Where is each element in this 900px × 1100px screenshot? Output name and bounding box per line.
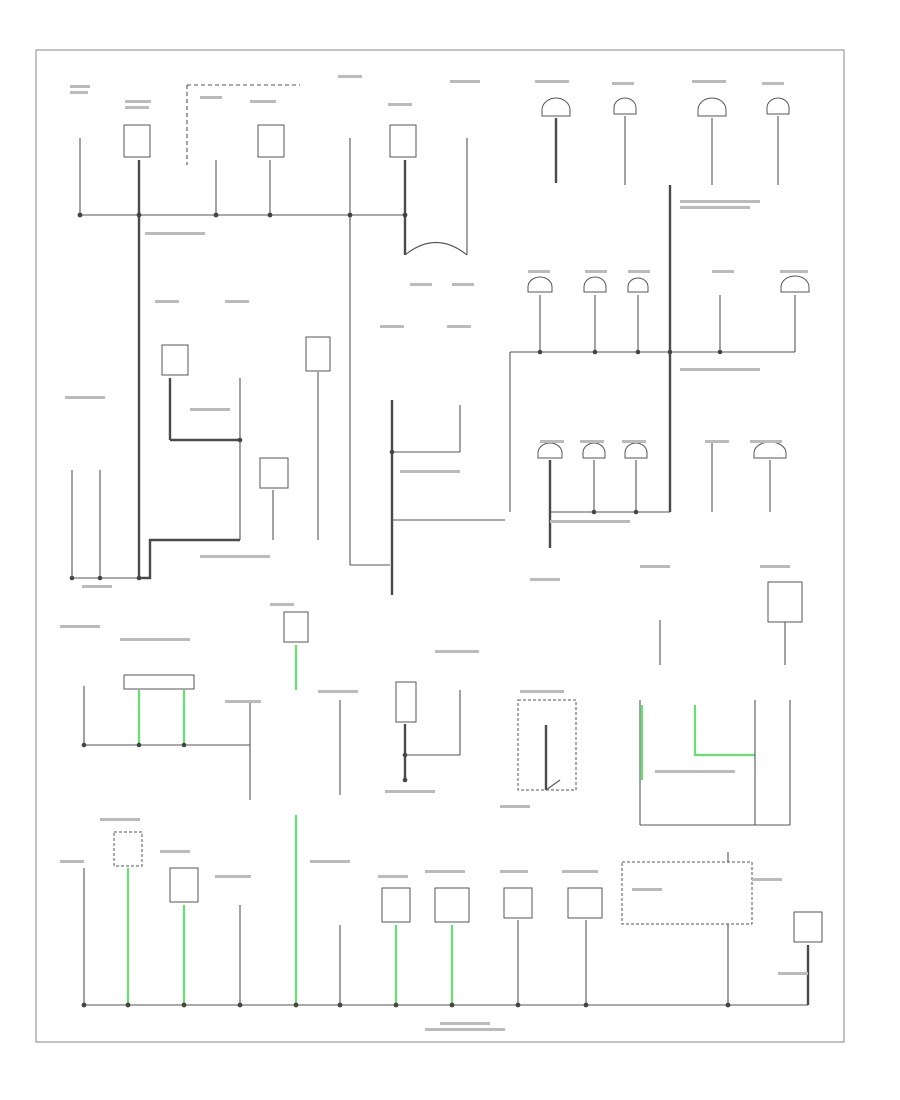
component-box bbox=[395, 681, 417, 723]
lamp-symbol bbox=[583, 276, 607, 293]
right-middle-ground-bus bbox=[509, 185, 810, 512]
lamp-symbol bbox=[766, 97, 790, 115]
middle-left-connectors bbox=[81, 611, 309, 800]
lamp-symbol bbox=[624, 442, 648, 459]
component-box bbox=[123, 124, 151, 158]
diagram-border bbox=[35, 49, 845, 1043]
component-box bbox=[257, 124, 285, 158]
top-ground-bus bbox=[77, 84, 468, 578]
illegible-labels bbox=[60, 75, 808, 1031]
lamp-symbol bbox=[541, 97, 571, 117]
component-box bbox=[503, 887, 533, 919]
component-box bbox=[389, 124, 417, 158]
lamp-symbol bbox=[613, 97, 637, 115]
component-box bbox=[567, 887, 603, 919]
component-box bbox=[169, 867, 199, 903]
component-box bbox=[283, 611, 309, 643]
component-box bbox=[305, 336, 331, 372]
component-box bbox=[793, 911, 823, 943]
lamp-symbol bbox=[780, 275, 810, 293]
connector-box bbox=[123, 674, 195, 690]
middle-right-network bbox=[639, 581, 803, 826]
left-small-grounds bbox=[69, 470, 142, 581]
top-right-lamps bbox=[541, 97, 790, 185]
bottom-ground-bus bbox=[81, 815, 823, 1008]
component-box bbox=[767, 581, 803, 623]
component-box bbox=[621, 861, 753, 925]
component-box bbox=[434, 887, 470, 923]
lamp-symbol bbox=[697, 97, 727, 117]
center-left-components bbox=[139, 336, 505, 595]
component-box bbox=[113, 831, 143, 867]
component-box bbox=[259, 457, 289, 489]
top-left-components bbox=[123, 124, 417, 158]
middle-center bbox=[339, 681, 577, 795]
lamp-symbol bbox=[627, 277, 649, 293]
lamp-symbol bbox=[753, 441, 787, 459]
lamp-symbol bbox=[582, 442, 606, 459]
lamp-symbol bbox=[527, 276, 553, 293]
lamp-symbol bbox=[537, 442, 563, 459]
right-lower-lamps bbox=[537, 440, 787, 548]
component-box bbox=[381, 887, 411, 923]
component-box bbox=[161, 344, 189, 376]
